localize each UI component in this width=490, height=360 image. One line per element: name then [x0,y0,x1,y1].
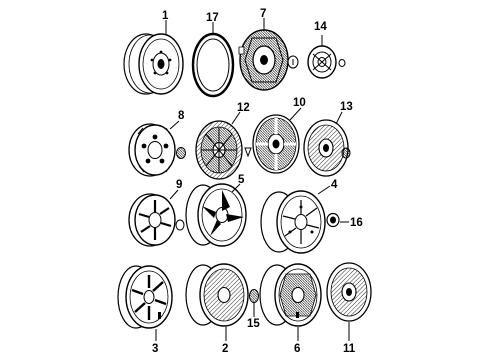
callout-label: 17 [206,12,219,24]
callout-label: 12 [237,102,250,114]
callout-label: 15 [247,318,260,330]
callout-label: 14 [314,21,327,33]
callout-label: 11 [343,343,356,355]
wheel-cover-part-9 [129,194,175,246]
wheel-cover-part-7 [239,30,288,90]
callout-label: 16 [350,217,363,229]
callout-label: 4 [331,179,338,191]
aluminum-wheel-part-4 [261,191,325,253]
wheel-cover-part-11 [327,263,371,321]
hub-cap-part-14 [308,46,336,78]
center-cap-part-12 [244,147,252,158]
wheel-cover-part-10 [253,115,299,173]
center-cap-part-16 [327,214,339,227]
callout-label: 5 [238,174,245,186]
lattice-wheel-part-2 [186,264,248,326]
trim-ring-part-17 [193,34,233,96]
callout-label: 7 [260,8,266,20]
wheel-cover-part-8 [129,124,175,176]
callout-label: 2 [222,343,228,355]
callout-label: 3 [152,343,158,355]
wheel-part-6 [260,264,321,326]
callout-label: 8 [178,110,185,122]
steel-wheel-part-1 [124,34,183,94]
wheel-cover-part-3 [118,266,172,328]
alloy-wheel-part-5 [186,184,246,246]
callout-label: 1 [162,10,169,22]
callout-label: 6 [294,343,300,355]
center-cap-part-15 [250,290,259,303]
wheel-cover-part-13 [304,120,348,176]
callout-label: 13 [340,101,353,113]
callout-label: 10 [293,97,306,109]
callout-label: 9 [176,179,182,191]
wire-wheel-cover-part-12 [196,121,242,179]
